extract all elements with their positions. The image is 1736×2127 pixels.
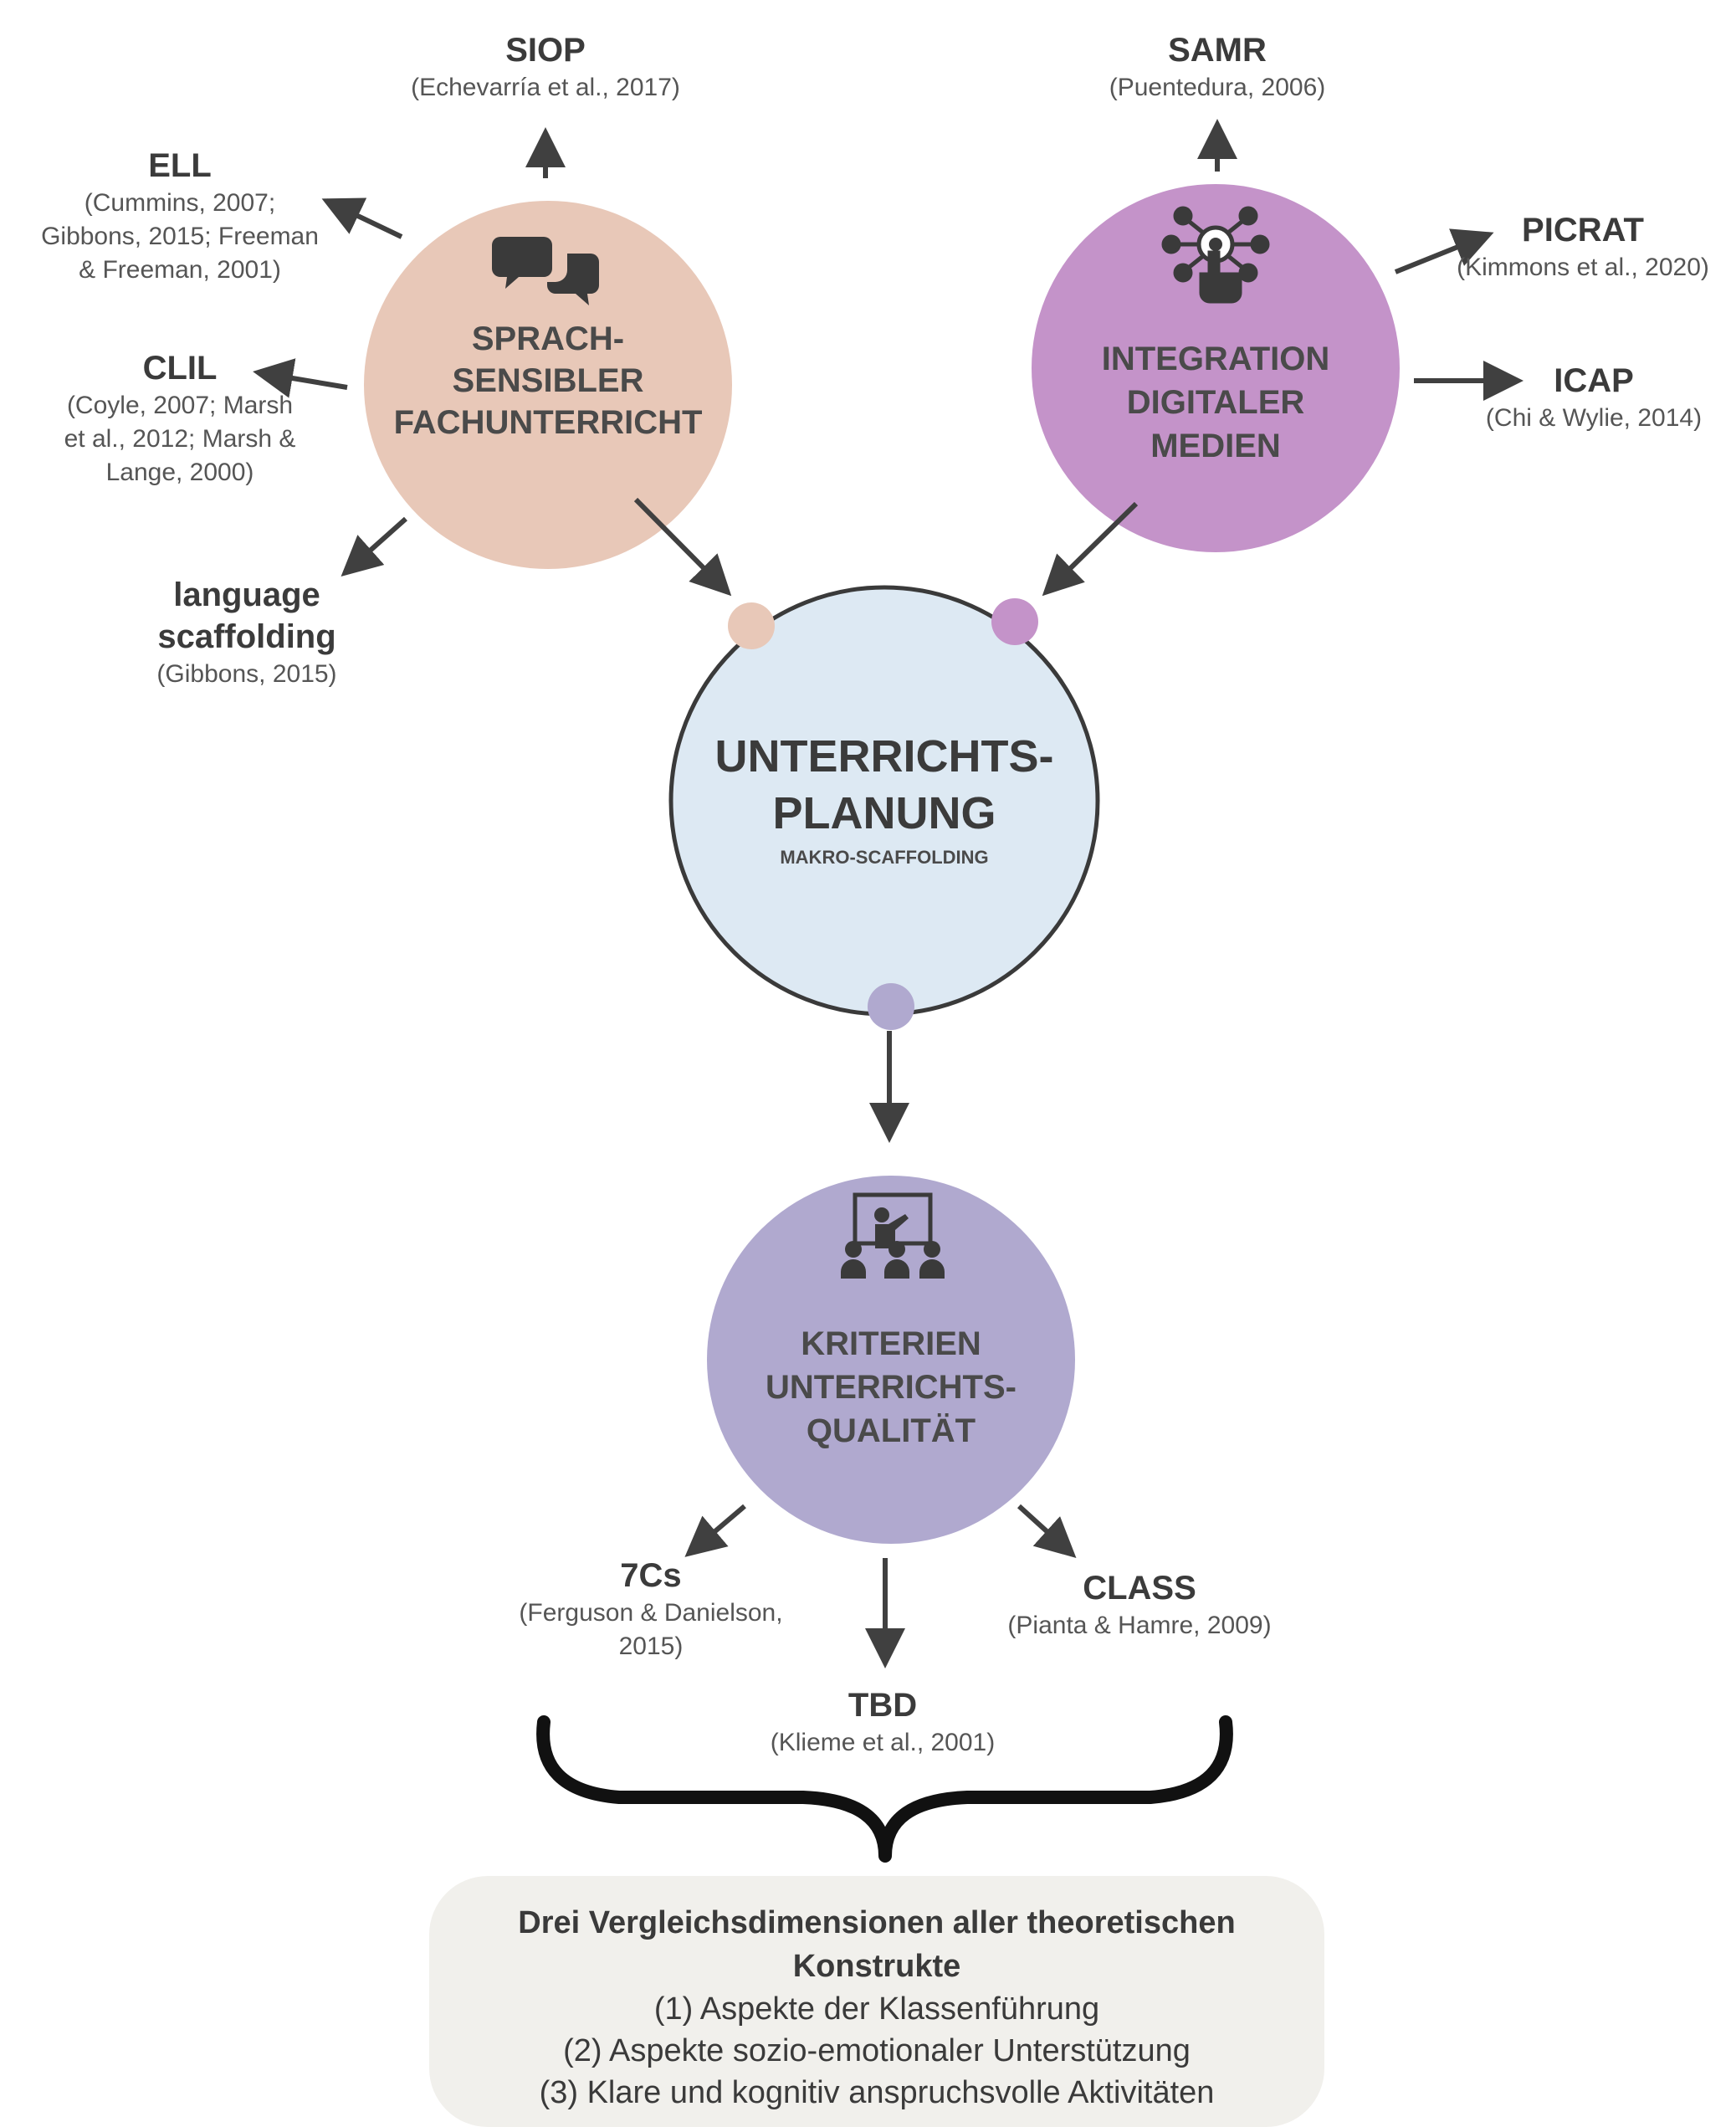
summary-box: Drei Vergleichsdimensionen aller theoret… [429,1876,1324,2127]
icap-title: ICAP [1554,362,1634,399]
concept-ell: ELL (Cummins, 2007; Gibbons, 2015; Freem… [13,145,347,287]
concept-samr: SAMR (Puentedura, 2006) [1050,29,1385,105]
ell-citation: (Cummins, 2007; Gibbons, 2015; Freeman &… [41,189,319,284]
chat-bubbles-icon [492,237,599,305]
samr-title: SAMR [1168,32,1267,69]
planung-title: UNTERRICHTS- PLANUNG [714,731,1054,838]
digital-connector-dot [991,598,1038,645]
digital-label: INTEGRATION DIGITALER MEDIEN [1101,341,1330,464]
tbd-citation: (Klieme et al., 2001) [770,1729,996,1756]
scaffolding-title: language scaffolding [157,577,336,655]
arrow-to-clil [253,358,348,398]
arrow-digital-to-planung [1042,501,1139,597]
summary-item: (3) Klare und kognitiv anspruchsvolle Ak… [539,2075,1215,2110]
summary-title: Drei Vergleichsdimensionen aller theoret… [518,1905,1236,1984]
concept-icap: ICAP (Chi & Wylie, 2014) [1456,360,1732,435]
picrat-title: PICRAT [1522,212,1644,249]
concept-language-scaffolding: language scaffolding (Gibbons, 2015) [79,574,414,691]
samr-citation: (Puentedura, 2006) [1109,74,1326,101]
digital-network-hand-icon [1161,206,1270,304]
scaffolding-citation: (Gibbons, 2015) [156,660,337,688]
class-citation: (Pianta & Hamre, 2009) [1007,1612,1272,1639]
arrow-sprach-to-planung [633,497,732,597]
digital-circle [1032,184,1400,552]
sevencs-title: 7Cs [620,1557,682,1594]
concept-tbd: TBD (Klieme et al., 2001) [715,1684,1050,1760]
sprach-connector-dot [728,602,775,649]
sprach-circle [364,201,732,569]
kriterien-label: KRITERIEN UNTERRICHTS- QUALITÄT [766,1325,1017,1449]
arrow-to-ell [321,197,403,239]
curly-brace [536,1715,1233,1863]
arrow-to-class [1017,1504,1077,1559]
summary-item: (1) Aspekte der Klassenführung [653,1991,1100,2027]
concept-siop: SIOP (Echevarría et al., 2017) [378,29,713,105]
arrow-to-scaffolding [341,516,407,577]
tbd-title: TBD [848,1687,918,1724]
ell-title: ELL [148,147,212,184]
concept-class: CLASS (Pianta & Hamre, 2009) [972,1567,1307,1643]
clil-citation: (Coyle, 2007; Marsh et al., 2012; Marsh … [64,392,296,486]
kriterien-connector-dot [868,983,914,1030]
summary-item: (2) Aspekte sozio-emotionaler Unterstütz… [563,2033,1191,2068]
concept-picrat: PICRAT (Kimmons et al., 2020) [1432,209,1733,284]
sevencs-citation: (Ferguson & Danielson, 2015) [519,1599,783,1660]
planung-subtitle: MAKRO-SCAFFOLDING [780,847,989,868]
arrow-to-sevencs [684,1504,746,1557]
siop-title: SIOP [505,32,586,69]
arrow-to-picrat [1394,228,1494,274]
siop-citation: (Echevarría et al., 2017) [411,74,680,101]
picrat-citation: (Kimmons et al., 2020) [1457,254,1709,281]
kriterien-circle [707,1176,1075,1544]
clil-title: CLIL [142,350,218,387]
concept-7cs: 7Cs (Ferguson & Danielson, 2015) [484,1555,818,1663]
class-title: CLASS [1083,1570,1196,1607]
classroom-teacher-icon [841,1192,945,1279]
concept-clil: CLIL (Coyle, 2007; Marsh et al., 2012; M… [13,347,347,489]
sprach-label: SPRACH- SENSIBLER FACHUNTERRICHT [393,320,703,441]
icap-citation: (Chi & Wylie, 2014) [1485,404,1703,432]
